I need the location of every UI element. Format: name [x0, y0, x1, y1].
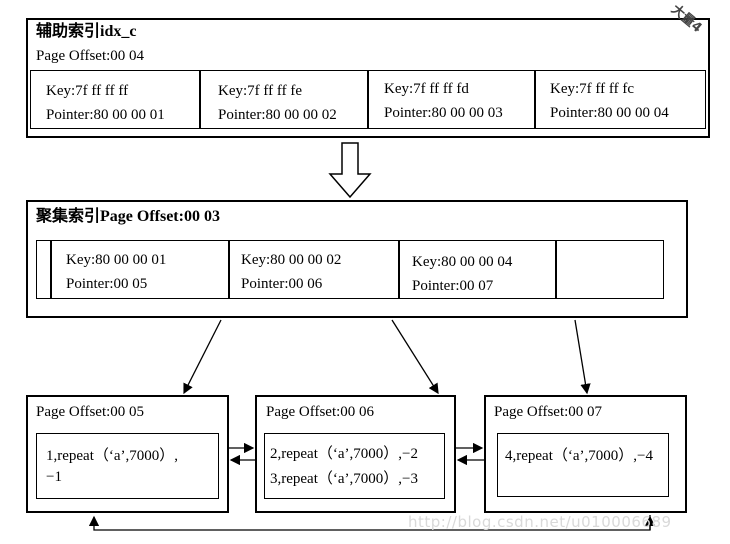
- leaf-page-07-offset: Page Offset:00 07: [494, 404, 603, 420]
- leaf-page-06-row-2: 3,repeat（‘a’,7000）,−3: [270, 471, 418, 487]
- leaf-page-07-row-1: 4,repeat（‘a’,7000）,−4: [505, 448, 653, 464]
- secondary-key-2: Key:7f ff ff fe: [218, 83, 302, 99]
- clustered-index-record-row: [36, 240, 664, 299]
- leaf-page-06-offset: Page Offset:00 06: [266, 404, 375, 420]
- pointer-arrow-to-0006: [391, 319, 439, 395]
- clustered-key-3: Key:80 00 00 04: [412, 254, 513, 270]
- secondary-pointer-3: Pointer:80 00 00 03: [384, 105, 503, 121]
- leaf-page-05-offset: Page Offset:00 05: [36, 404, 145, 420]
- clustered-pointer-1: Pointer:00 05: [66, 276, 148, 292]
- secondary-pointer-2: Pointer:80 00 00 02: [218, 107, 337, 123]
- url-watermark: http://blog.csdn.net/u010006689: [408, 513, 672, 531]
- record-divider: [367, 70, 369, 129]
- secondary-index-title: 辅助索引idx_c: [36, 23, 137, 40]
- secondary-key-1: Key:7f ff ff ff: [46, 83, 129, 99]
- leaf-page-06-row-1: 2,repeat（‘a’,7000）,−2: [270, 446, 418, 462]
- record-divider: [534, 70, 536, 129]
- secondary-index-page-offset: Page Offset:00 04: [36, 48, 145, 64]
- leaf-page-05-record: [36, 433, 219, 499]
- pointer-arrow-to-0007: [574, 319, 591, 395]
- clustered-key-2: Key:80 00 00 02: [241, 252, 342, 268]
- record-divider: [50, 240, 52, 299]
- clustered-pointer-2: Pointer:00 06: [241, 276, 323, 292]
- secondary-pointer-4: Pointer:80 00 00 04: [550, 105, 669, 121]
- clustered-index-title: 聚集索引Page Offset:00 03: [36, 208, 220, 225]
- secondary-key-4: Key:7f ff ff fc: [550, 81, 634, 97]
- leaf-page-07-record: [497, 433, 669, 497]
- clustered-key-1: Key:80 00 00 01: [66, 252, 167, 268]
- lookup-down-arrow: [328, 142, 372, 199]
- leaf-page-05-row-2: −1: [46, 469, 62, 485]
- leaf-page-05-row-1: 1,repeat（‘a’,7000）,: [46, 448, 179, 464]
- pointer-arrow-to-0005: [183, 319, 222, 395]
- record-divider: [555, 240, 557, 299]
- secondary-pointer-1: Pointer:80 00 00 01: [46, 107, 165, 123]
- record-divider: [398, 240, 400, 299]
- clustered-pointer-3: Pointer:00 07: [412, 278, 494, 294]
- record-divider: [199, 70, 201, 129]
- leaf-page-06-record: [264, 433, 445, 499]
- secondary-key-3: Key:7f ff ff fd: [384, 81, 469, 97]
- record-divider: [228, 240, 230, 299]
